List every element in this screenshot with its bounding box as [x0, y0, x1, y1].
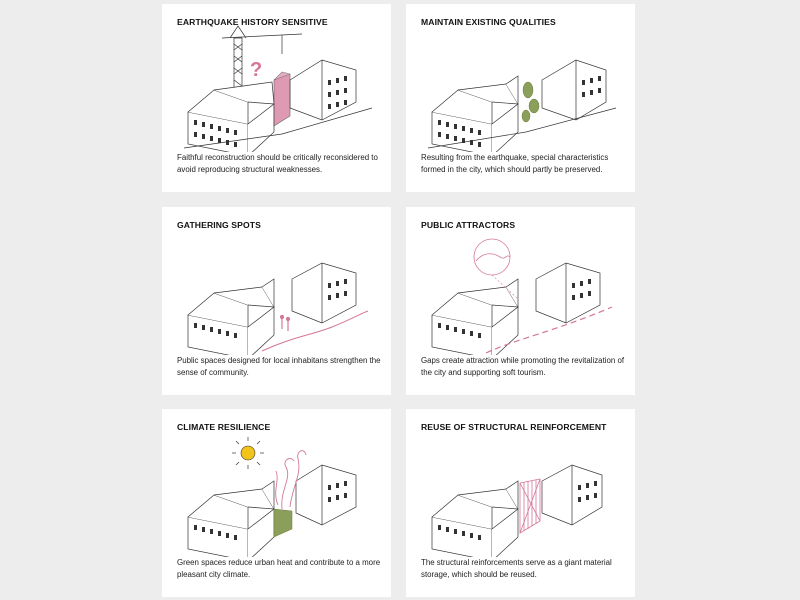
svg-text:?: ? [250, 59, 262, 81]
panel-description: Green spaces reduce urban heat and contr… [177, 558, 381, 579]
panel-gathering-spots: GATHERING SPOTS Public spaces designed f… [162, 207, 391, 395]
people-gap-icon [187, 262, 369, 355]
panel-title: EARTHQUAKE HISTORY SENSITIVE [177, 17, 328, 27]
panel-description: Public spaces designed for local inhabit… [177, 356, 381, 377]
green-gap-icon [427, 59, 617, 152]
panel-public-attractors: PUBLIC ATTRACTORS Gaps create attraction… [406, 207, 635, 395]
landscape-view-icon [431, 238, 613, 355]
panel-description: Resulting from the earthquake, special c… [421, 153, 609, 174]
panel-climate-resilience: CLIMATE RESILIENCE Gree [162, 409, 391, 597]
panel-description: Gaps create attraction while promoting t… [421, 356, 625, 377]
panel-maintain-qualities: MAINTAIN EXISTING QUALITIES Resulting fr… [406, 4, 635, 192]
panel-title: MAINTAIN EXISTING QUALITIES [421, 17, 556, 27]
panel-title: CLIMATE RESILIENCE [177, 422, 271, 432]
panel-title: PUBLIC ATTRACTORS [421, 220, 516, 230]
panel-title: GATHERING SPOTS [177, 220, 261, 230]
panel-description: Faithful reconstruction should be critic… [177, 153, 378, 174]
panel-reuse-reinforcement: REUSE OF STRUCTURAL REINFORCEMENT The st… [406, 409, 635, 597]
panel-description: The structural reinforcements serve as a… [421, 558, 612, 579]
sun-wind-icon [187, 437, 357, 557]
panel-title: REUSE OF STRUCTURAL REINFORCEMENT [421, 422, 607, 432]
reinforcement-icon [431, 464, 603, 557]
panel-earthquake-history: EARTHQUAKE HISTORY SENSITIVE [162, 4, 391, 192]
crane-question-icon: ? [183, 25, 373, 152]
